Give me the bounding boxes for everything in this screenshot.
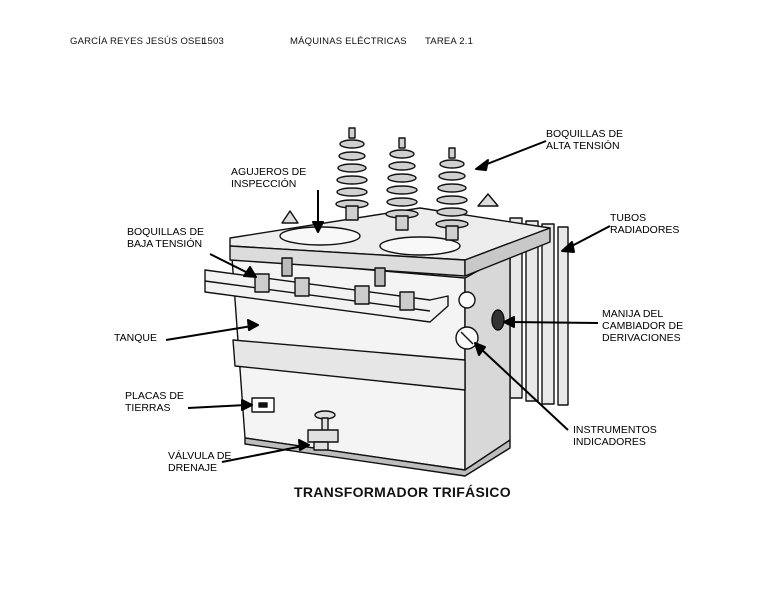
label-hv-bushings: BOQUILLAS DE ALTA TENSIÓN (546, 128, 624, 152)
figure-caption: TRANSFORMADOR TRIFÁSICO (294, 484, 511, 500)
transformer-figure: BOQUILLAS DE ALTA TENSIÓN AGUJEROS DE IN… (70, 78, 702, 528)
cover-drawing (229, 193, 551, 277)
instruments-drawing (455, 291, 505, 350)
leader-arrows (165, 140, 611, 463)
label-tank: TANQUE (114, 332, 157, 344)
page-header: GARCÍA REYES JESÚS OSEL 1503 MÁQUINAS EL… (0, 36, 768, 52)
group-number: 1503 (202, 36, 224, 47)
transformer-drawing (165, 127, 611, 477)
radiator-tubes-drawing (509, 217, 569, 406)
hv-bushings-drawing (335, 127, 469, 241)
lv-rail-drawing (204, 257, 449, 323)
label-ground-plates: PLACAS DE TIERRAS (125, 390, 184, 414)
label-radiator-tubes: TUBOS RADIADORES (610, 212, 680, 236)
label-inspection-holes: AGUJEROS DE INSPECCIÓN (231, 166, 307, 190)
label-lv-bushings: BOQUILLAS DE BAJA TENSIÓN (127, 226, 205, 250)
label-drain-valve: VÁLVULA DE DRENAJE (168, 450, 232, 474)
course-name: MÁQUINAS ELÉCTRICAS (290, 36, 407, 47)
label-tap-changer: MANIJA DEL CAMBIADOR DE DERIVACIONES (602, 308, 684, 344)
student-name: GARCÍA REYES JESÚS OSEL (70, 36, 207, 47)
assignment-id: TAREA 2.1 (425, 36, 474, 47)
drain-valve-drawing (307, 410, 339, 451)
label-indicators: INSTRUMENTOS INDICADORES (573, 424, 657, 448)
